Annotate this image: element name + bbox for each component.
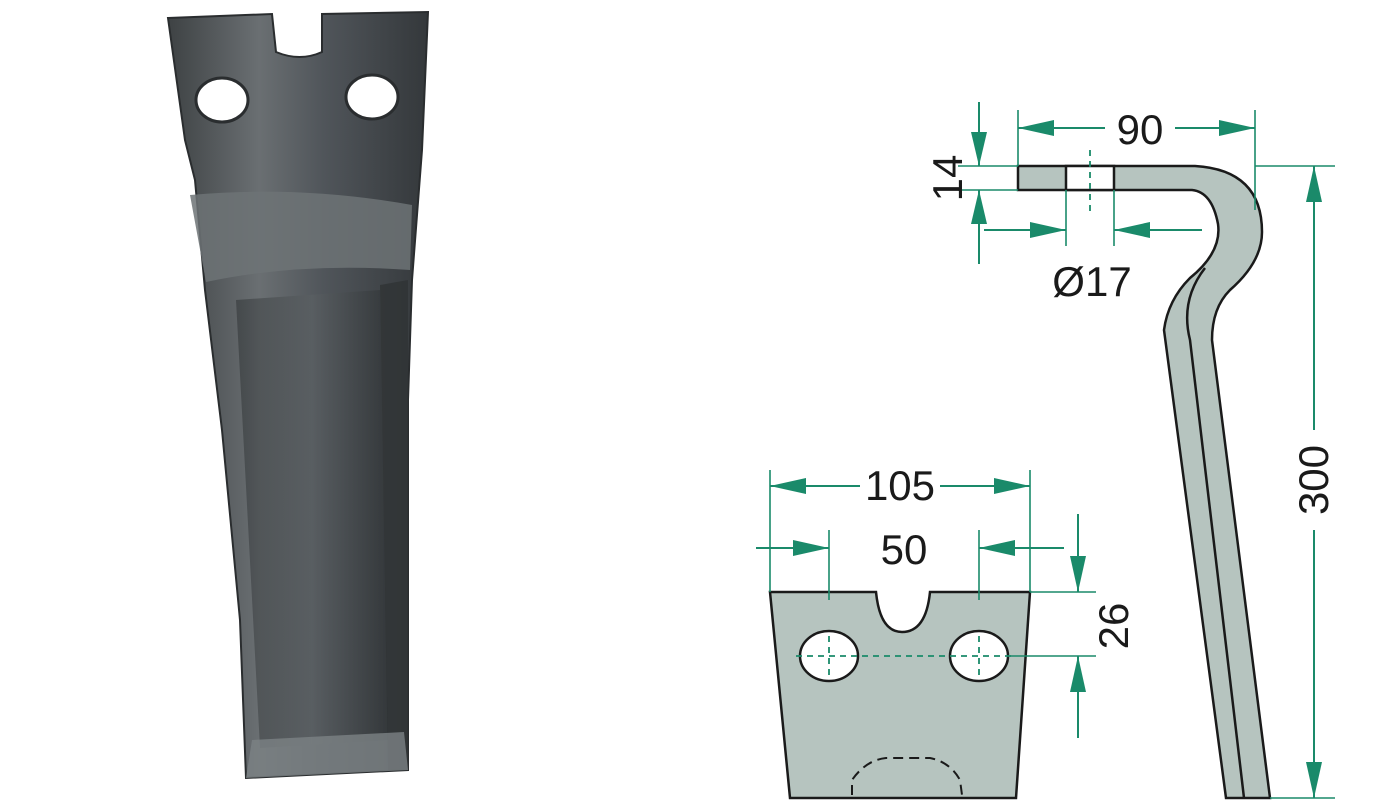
tine-ridge (236, 290, 388, 748)
front-view (768, 590, 1032, 800)
side-view-inner-line (1185, 267, 1246, 799)
tine-bend-shade (190, 191, 412, 282)
tine-photo (166, 10, 430, 780)
dim-hole-offset: 26 (1090, 603, 1137, 650)
tine-hole-left (194, 76, 250, 124)
tine-hole-right (344, 73, 400, 121)
dim-thickness: 14 (924, 155, 971, 202)
dimension-lines (756, 102, 1335, 799)
side-view-part (1016, 164, 1272, 800)
tine-facet (380, 280, 408, 770)
front-view-part (768, 590, 1032, 800)
front-view-hidden-edge (851, 757, 963, 796)
dim-hole-diameter: Ø17 (1052, 258, 1131, 305)
dim-hole-spacing: 50 (881, 526, 928, 573)
dim-height: 300 (1290, 445, 1337, 515)
dim-width-bottom: 105 (865, 462, 935, 509)
dimension-labels: 90 14 Ø17 300 105 50 26 (865, 106, 1337, 649)
side-view (1016, 150, 1272, 800)
tine-bottom-edge (246, 732, 408, 778)
dim-width-top: 90 (1117, 106, 1164, 153)
